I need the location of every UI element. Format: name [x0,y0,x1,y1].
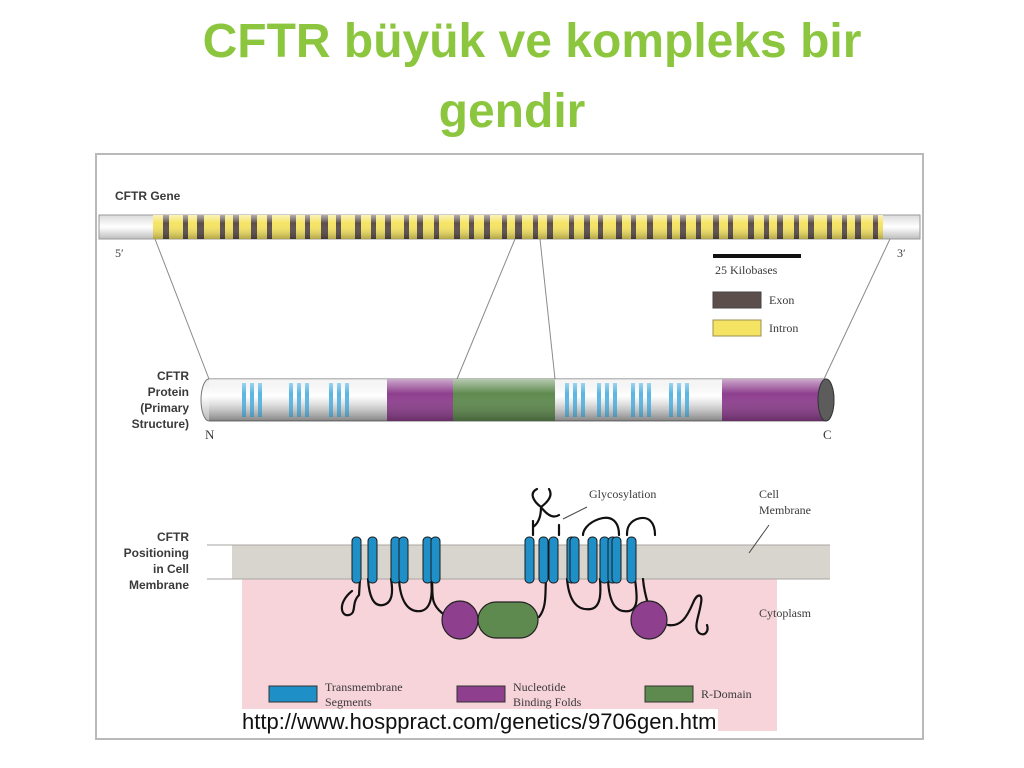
protein-n-terminus: N [205,427,215,442]
svg-text:Membrane: Membrane [129,578,189,592]
nbf-legend-line-2: Binding Folds [513,695,582,709]
tm-legend-swatch [268,685,318,703]
intron-legend-label: Intron [769,321,798,335]
slide-title-line-2: gendir [438,85,586,138]
nbf1-domain [441,600,479,640]
protein-tube-end [817,378,835,422]
transmembrane-helix [351,536,362,584]
nbf-legend-swatch [456,685,506,703]
gene-5-prime-label: 5′ [115,246,124,260]
gene-protein-connectors [154,238,891,380]
svg-text:Positioning: Positioning [124,546,189,560]
svg-text:in Cell: in Cell [153,562,189,576]
cell-membrane-pointer [748,524,770,554]
tm-legend-line-1: Transmembrane [325,680,403,694]
cell-membrane-label-1: Cell [759,487,780,501]
source-url: http://www.hosppract.com/genetics/9706ge… [240,709,719,735]
r-domain [477,601,539,639]
tm-legend-line-2: Segments [325,695,372,709]
transmembrane-helix [538,536,549,584]
membrane-section-label: CFTR Positioning in Cell Membrane [124,530,190,592]
rdomain-legend-label: R-Domain [701,687,752,701]
transmembrane-helix [398,536,409,584]
transmembrane-helix [548,536,559,584]
cytoplasm-label: Cytoplasm [759,606,812,620]
protein-c-terminus: C [823,427,832,442]
svg-text:Protein: Protein [148,385,189,399]
cell-membrane-label-2: Membrane [759,503,811,517]
svg-text:(Primary: (Primary [140,401,189,415]
transmembrane-helix [367,536,378,584]
exon-legend-swatch [712,291,762,309]
slide-title-line-1: CFTR büyük ve kompleks bir [202,15,862,68]
glycosylation-pointer [562,506,588,520]
protein-section-label: CFTR Protein (Primary Structure) [132,369,190,431]
cftr-diagram: CFTR Gene 5′ 3′ 25 Kilobases Exon Intron… [98,189,921,731]
transmembrane-helix [611,536,622,584]
gene-shading [153,215,883,239]
svg-text:CFTR: CFTR [157,369,189,383]
transmembrane-helices [351,536,637,584]
rdomain-legend-swatch [644,685,694,703]
transmembrane-helix [524,536,535,584]
nbf-legend-line-1: Nucleotide [513,680,566,694]
cftr-figure: CFTR Gene 5′ 3′ 25 Kilobases Exon Intron… [95,153,924,740]
svg-text:CFTR: CFTR [157,530,189,544]
protein-shading [209,379,826,421]
nbf2-domain [630,600,668,640]
gene-3-prime-label: 3′ [897,246,906,260]
gene-section-label: CFTR Gene [115,189,181,203]
exon-legend-label: Exon [769,293,794,307]
transmembrane-helix [569,536,580,584]
glycosylation-label: Glycosylation [589,487,656,501]
scale-bar [713,254,801,258]
transmembrane-helix [626,536,637,584]
intron-legend-swatch [712,319,762,337]
scale-label: 25 Kilobases [715,263,778,277]
svg-text:Structure): Structure) [132,417,189,431]
transmembrane-helix [587,536,598,584]
transmembrane-helix [430,536,441,584]
